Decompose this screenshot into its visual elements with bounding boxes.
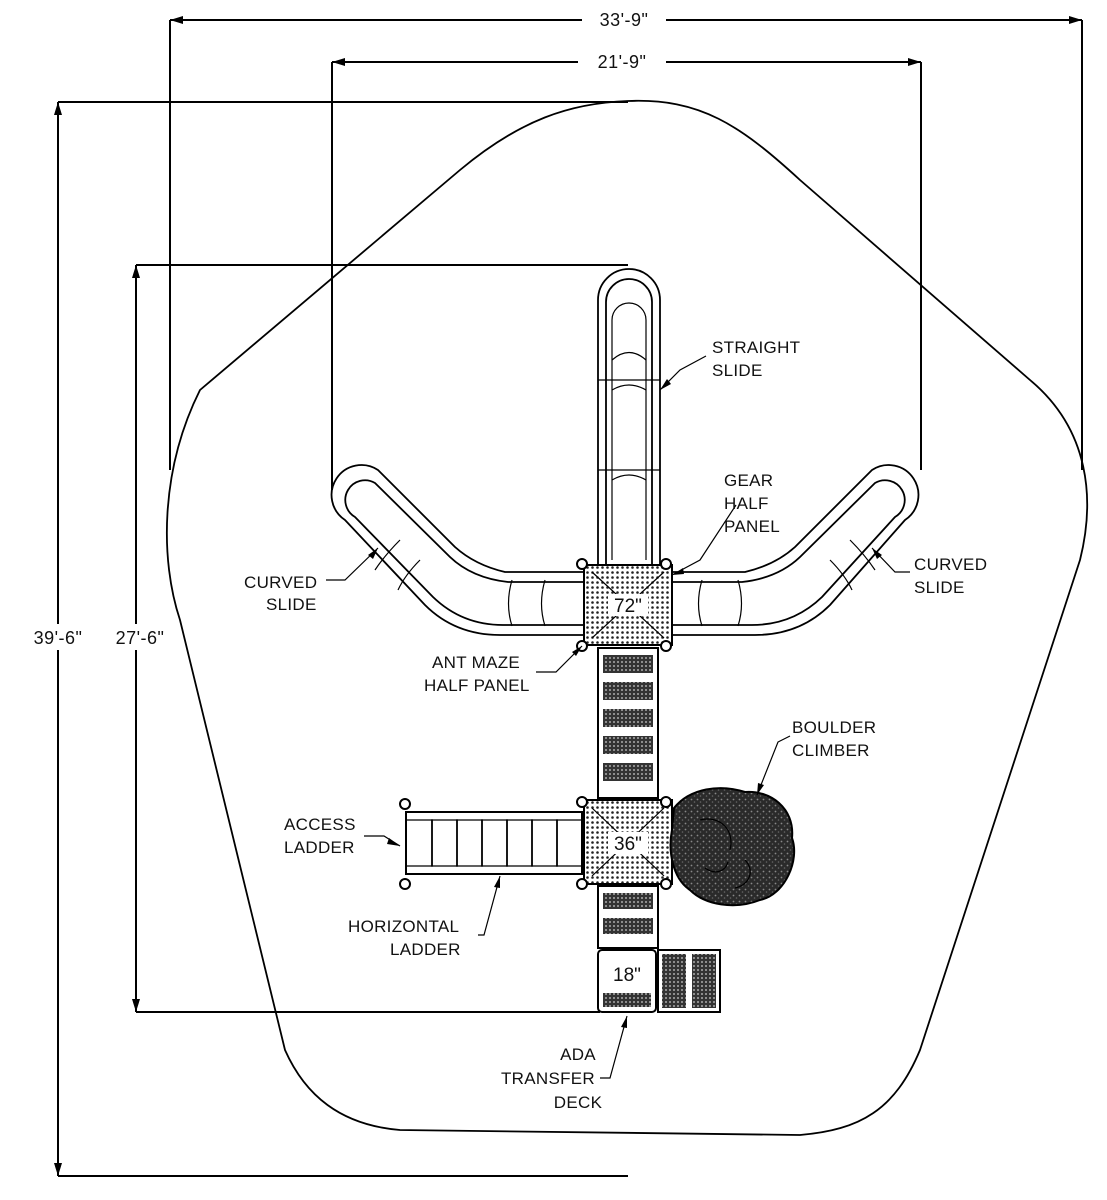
straight-slide [597, 268, 661, 571]
svg-text:SLIDE: SLIDE [712, 361, 763, 380]
dimension-overall-width: 33'-9" [169, 8, 1083, 470]
svg-text:ACCESS: ACCESS [284, 815, 356, 834]
label-ant-maze-half-panel: ANT MAZE HALF PANEL [424, 653, 530, 695]
horizontal-ladder [399, 798, 583, 890]
label-gear-half-panel: GEAR HALF PANEL [724, 471, 780, 536]
ada-transfer-deck: 18" [597, 949, 721, 1013]
svg-text:CURVED: CURVED [244, 573, 317, 592]
deck-72: 72" [576, 558, 673, 652]
svg-text:DECK: DECK [554, 1093, 603, 1112]
leader-lines [326, 355, 910, 1079]
label-curved-slide-right: CURVED SLIDE [914, 555, 987, 597]
svg-text:BOULDER: BOULDER [792, 718, 876, 737]
dimension-structure-depth: 27'-6" [98, 264, 628, 1013]
svg-text:LADDER: LADDER [390, 940, 461, 959]
use-zone-outline [166, 99, 1088, 1136]
label-curved-slide-left: CURVED SLIDE [244, 573, 317, 614]
svg-text:HALF: HALF [724, 494, 769, 513]
svg-text:ANT MAZE: ANT MAZE [432, 653, 520, 672]
deck-18-height: 18" [613, 965, 641, 986]
dimension-overall-depth: 39'-6" [18, 101, 628, 1177]
svg-text:HORIZONTAL: HORIZONTAL [348, 917, 459, 936]
boulder-climber [669, 787, 796, 907]
svg-text:SLIDE: SLIDE [914, 578, 965, 597]
dimension-structure-width-text: 21'-9" [598, 52, 647, 72]
svg-text:PANEL: PANEL [724, 517, 780, 536]
dimension-structure-width: 21'-9" [331, 50, 922, 490]
dimension-overall-depth-text: 39'-6" [34, 628, 83, 648]
svg-text:TRANSFER: TRANSFER [501, 1069, 595, 1088]
svg-text:GEAR: GEAR [724, 471, 773, 490]
curved-slide-left [330, 464, 585, 636]
svg-text:STRAIGHT: STRAIGHT [712, 338, 800, 357]
stair-climber [597, 647, 659, 799]
curved-slide-right [671, 464, 920, 636]
label-boulder-climber: BOULDER CLIMBER [792, 718, 876, 760]
dimension-overall-width-text: 33'-9" [600, 10, 649, 30]
svg-text:ADA: ADA [560, 1045, 596, 1064]
label-access-ladder: ACCESS LADDER [284, 815, 356, 857]
svg-text:HALF PANEL: HALF PANEL [424, 676, 530, 695]
deck-36-height: 36" [614, 834, 642, 855]
svg-text:SLIDE: SLIDE [266, 595, 317, 614]
label-straight-slide: STRAIGHT SLIDE [712, 338, 800, 380]
transfer-steps [597, 885, 659, 949]
label-horizontal-ladder: HORIZONTAL LADDER [348, 917, 461, 959]
svg-text:LADDER: LADDER [284, 838, 355, 857]
deck-72-height: 72" [614, 596, 642, 617]
svg-text:CLIMBER: CLIMBER [792, 741, 870, 760]
dimension-structure-depth-text: 27'-6" [116, 628, 165, 648]
svg-text:CURVED: CURVED [914, 555, 987, 574]
deck-36: 36" [576, 796, 673, 890]
label-ada-transfer-deck: ADA TRANSFER DECK [501, 1045, 603, 1112]
